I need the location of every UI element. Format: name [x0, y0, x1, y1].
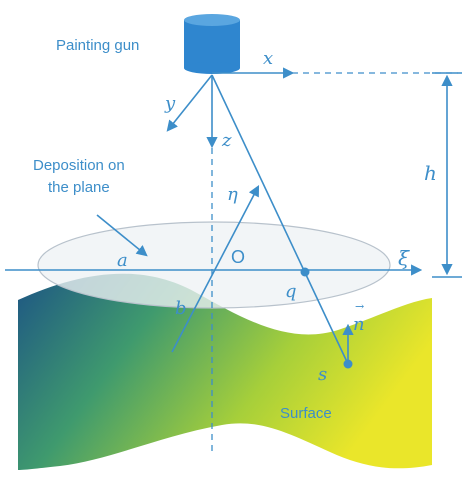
x-label: x: [263, 48, 274, 69]
cylinder-icon: [184, 14, 240, 74]
origin-label: O: [231, 247, 246, 267]
eta-axis: [171, 185, 260, 353]
deposition-plane: [37, 221, 391, 309]
point-s: [343, 359, 353, 369]
y-label: y: [165, 93, 176, 114]
h-label: h: [424, 161, 437, 185]
deposition-label-line2: the plane: [48, 179, 110, 196]
s-label: s: [318, 364, 328, 385]
a-label: a: [117, 250, 128, 271]
spray-ray: [211, 74, 349, 365]
eta-label: η: [227, 184, 238, 205]
b-label: b: [175, 298, 187, 319]
surface-shape: [18, 273, 432, 470]
xi-label: ξ: [398, 246, 410, 270]
z-label: z: [222, 130, 232, 151]
surface-label: Surface: [280, 405, 332, 422]
deposition-label-line1: Deposition on: [33, 157, 125, 174]
deposition-pointer: [96, 214, 148, 257]
point-q: [300, 267, 310, 277]
n-label: n: [353, 314, 365, 335]
n-vector-arrow-icon: →: [355, 300, 365, 313]
y-axis: [166, 74, 213, 132]
painting-gun-label: Painting gun: [56, 37, 140, 54]
q-label: q: [285, 281, 297, 302]
